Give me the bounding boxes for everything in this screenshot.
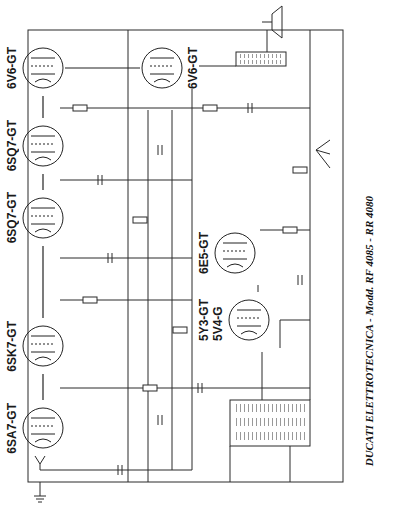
- vacuum-tube-symbol: [21, 400, 65, 456]
- wire: [60, 108, 310, 109]
- tube-type-label: 6SQ7-GT: [6, 120, 18, 171]
- vacuum-tube-symbol: [227, 292, 271, 348]
- tube-type-label: 5V4-G: [212, 299, 224, 341]
- capacitor-symbol: [118, 465, 122, 475]
- tube-socket: 6SA7-GT: [6, 400, 65, 456]
- wire: [40, 470, 192, 471]
- resistor-symbol: [133, 217, 147, 223]
- power-transformer: [230, 400, 310, 446]
- tube-type-label: 6SQ7-GT: [6, 192, 18, 243]
- wire: [60, 258, 192, 259]
- tube-type-label: 6E5-GT: [198, 232, 210, 274]
- wire: [60, 300, 192, 301]
- mains-wire: [230, 446, 231, 482]
- tube-socket: 6E5-GT: [198, 225, 257, 281]
- capacitor-symbol: [158, 415, 162, 425]
- tube-type-label: 6V6-GT: [187, 47, 199, 89]
- capacitor-symbol: [98, 175, 102, 185]
- vacuum-tube-symbol: [21, 118, 65, 174]
- ground-symbol: [34, 482, 46, 502]
- bus-wire: [310, 30, 311, 400]
- wire: [280, 320, 310, 321]
- bus-wire: [148, 110, 149, 482]
- loudspeaker-symbol: [262, 6, 282, 38]
- capacitor-symbol: [158, 145, 162, 155]
- resistor-symbol: [203, 105, 217, 111]
- vacuum-tube-symbol: [140, 40, 184, 96]
- signal-wire: [42, 246, 43, 318]
- resistor-symbol: [293, 167, 307, 173]
- resistor-symbol: [143, 385, 157, 391]
- bus-wire: [128, 30, 129, 482]
- tube-socket: 6SQ7-GT: [6, 118, 65, 174]
- tube-type-label: 5Y3-GT: [198, 299, 210, 341]
- tube-socket: 5Y3-GT5V4-G: [198, 292, 271, 348]
- signal-wire: [42, 174, 43, 190]
- wire: [262, 352, 263, 400]
- tube-socket: 6V6-GT: [140, 40, 199, 96]
- tube-socket: 6SK7-GT: [6, 318, 65, 374]
- resistor-symbol: [283, 227, 297, 233]
- wire: [60, 388, 310, 389]
- resistor-symbol: [73, 105, 87, 111]
- switch-symbol: [316, 140, 330, 168]
- vacuum-tube-symbol: [21, 190, 65, 246]
- vacuum-tube-symbol: [21, 40, 65, 96]
- capacitor-symbol: [198, 383, 202, 393]
- resistor-symbol: [173, 327, 187, 333]
- antenna-symbol: [35, 456, 45, 470]
- capacitor-symbol: [298, 275, 302, 285]
- tube-type-label: 6SA7-GT: [6, 403, 18, 454]
- wire: [280, 320, 281, 348]
- chassis-frame: [28, 30, 343, 482]
- vacuum-tube-symbol: [21, 318, 65, 374]
- signal-wire: [42, 96, 43, 118]
- tube-type-label: 6V6-GT: [6, 47, 18, 89]
- bus-wire: [192, 60, 193, 470]
- wire: [60, 180, 192, 181]
- tube-socket: 6SQ7-GT: [6, 190, 65, 246]
- tube-socket: 6V6-GT: [6, 40, 65, 96]
- bus-wire: [172, 110, 173, 470]
- wire: [267, 30, 268, 52]
- tube-type-label: 6SK7-GT: [6, 321, 18, 372]
- signal-wire: [65, 67, 140, 68]
- capacitor-symbol: [108, 253, 112, 263]
- wire: [258, 285, 259, 292]
- resistor-symbol: [83, 297, 97, 303]
- mains-wire: [290, 446, 291, 482]
- diagram-title: DUCATI ELETTROTECNICA - Modd. RF 4085 - …: [364, 196, 375, 466]
- capacitor-symbol: [248, 103, 252, 113]
- vacuum-tube-symbol: [213, 225, 257, 281]
- signal-wire: [42, 374, 43, 400]
- output-transformer: [236, 52, 286, 66]
